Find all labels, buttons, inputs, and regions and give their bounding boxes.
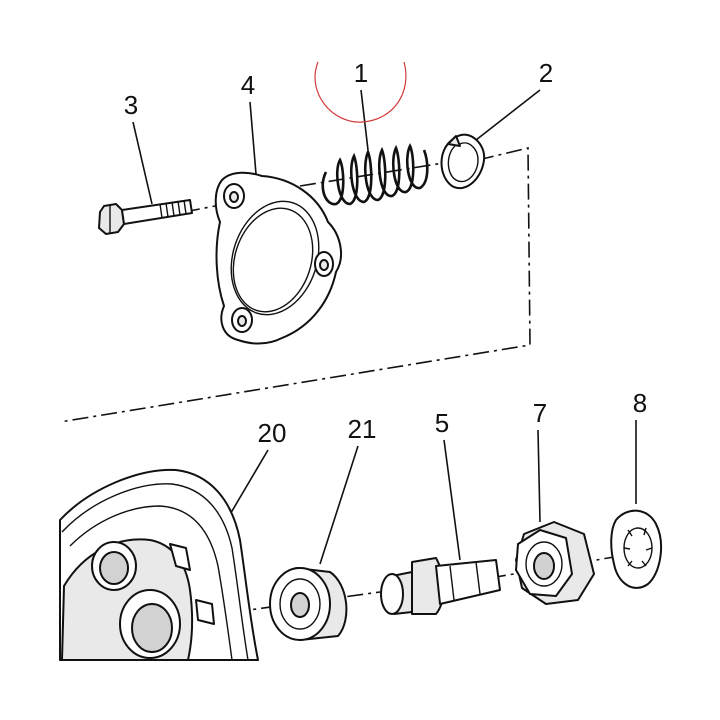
callout-label-8: 8 — [633, 388, 647, 418]
washer-tabs — [623, 527, 653, 567]
leader-line-5 — [443, 439, 461, 561]
assembly-boundary-line — [59, 146, 531, 423]
bolt-head — [98, 203, 125, 235]
bearing-part-21 — [269, 567, 348, 641]
housing-part-20 — [59, 468, 259, 661]
stepped-shaft-part-5 — [380, 557, 501, 615]
ring-gap — [447, 135, 461, 147]
ring-inner — [447, 142, 479, 183]
callout-label-20: 20 — [258, 418, 287, 448]
retaining-ring-part-2 — [440, 133, 486, 189]
callout-label-21: 21 — [348, 414, 377, 444]
shaft-hex-body — [435, 559, 501, 605]
leader-line-7 — [537, 429, 541, 523]
callout-label-7: 7 — [533, 398, 547, 428]
lock-washer-part-8 — [610, 509, 663, 589]
annotation-circle-mark — [314, 61, 407, 123]
bolt-shank — [121, 199, 193, 225]
bearing-bore — [290, 592, 310, 618]
callout-label-3: 3 — [124, 90, 138, 120]
spring-coils — [321, 143, 429, 206]
leader-line-4 — [249, 101, 257, 175]
nut-bore — [533, 552, 555, 580]
flange-bolt-part-3 — [98, 199, 193, 235]
cover-plate-part-4 — [214, 171, 343, 345]
leader-line-3 — [132, 121, 153, 205]
callout-label-4: 4 — [241, 70, 255, 100]
hex-nut-part-7 — [515, 521, 595, 605]
leader-line-2 — [475, 89, 541, 141]
housing-lug — [169, 543, 191, 571]
callout-label-5: 5 — [435, 408, 449, 438]
bolt-thread — [159, 199, 187, 219]
leader-line-1 — [360, 89, 369, 151]
callout-label-2: 2 — [539, 58, 553, 88]
washer-outer — [610, 509, 663, 589]
coil-spring-part-1 — [321, 143, 429, 206]
leader-lines — [132, 89, 637, 565]
leader-line-21 — [319, 445, 359, 565]
cover-plate-bore — [230, 200, 320, 316]
callout-label-1: 1 — [354, 58, 368, 88]
